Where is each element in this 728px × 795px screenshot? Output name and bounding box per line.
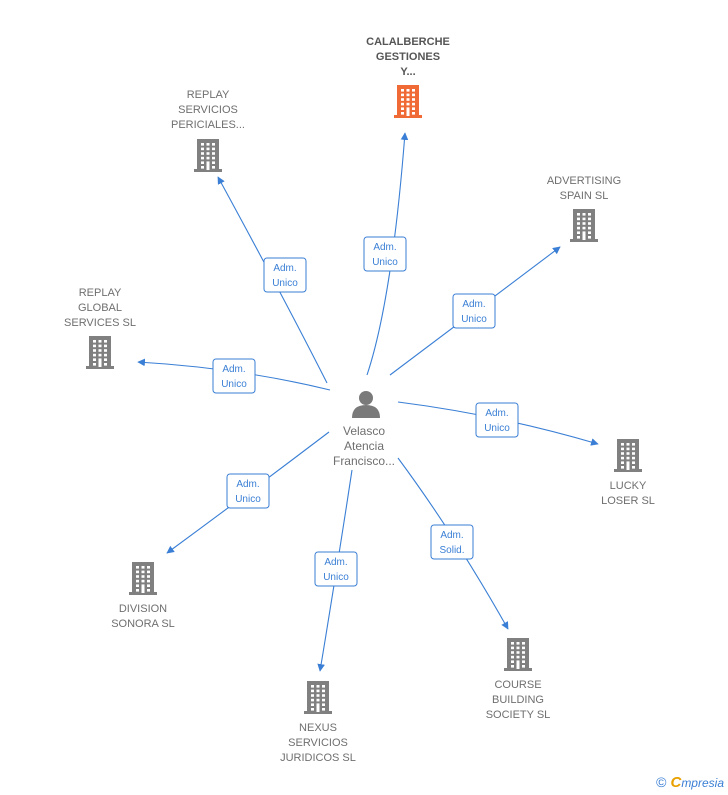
role-badge-course-building[interactable]: Adm. Solid.: [430, 524, 474, 560]
center-person-node[interactable]: VelascoAtenciaFrancisco...: [333, 391, 395, 468]
role-badge-calalberche[interactable]: Adm. Unico: [363, 236, 407, 272]
company-name: JURIDICOS SL: [280, 752, 356, 764]
company-node-course-building[interactable]: COURSE BUILDING SOCIETY SL: [486, 638, 551, 721]
company-node-division-sonora[interactable]: DIVISION SONORA SL: [111, 562, 175, 630]
building-icon: [86, 336, 114, 369]
role-text: Adm.: [485, 408, 508, 419]
brand-name: mpresia: [681, 776, 724, 790]
company-name: SPAIN SL: [560, 190, 609, 202]
company-name: BUILDING: [492, 694, 544, 706]
role-text: Unico: [272, 278, 298, 289]
role-text: Adm.: [462, 299, 485, 310]
role-text: Adm.: [440, 530, 463, 541]
role-text: Unico: [484, 423, 510, 434]
role-text: Adm.: [273, 263, 296, 274]
company-name: SERVICES SL: [64, 317, 136, 329]
role-text: Adm.: [373, 242, 396, 253]
company-name: NEXUS: [299, 722, 337, 734]
company-node-nexus-servicios[interactable]: NEXUS SERVICIOS JURIDICOS SL: [280, 681, 356, 764]
building-icon: [504, 638, 532, 671]
company-name: ADVERTISING: [547, 175, 621, 187]
person-icon: [352, 391, 380, 418]
person-name: Francisco...: [333, 454, 395, 468]
nodes-layer: CALALBERCHE GESTIONES Y... REPLAY SERVICIOS P…: [64, 36, 655, 764]
company-node-replay-servicios[interactable]: REPLAY SERVICIOS PERICIALES...: [171, 89, 245, 172]
company-node-calalberche[interactable]: CALALBERCHE GESTIONES Y...: [366, 36, 450, 118]
company-name: PERICIALES...: [171, 119, 245, 131]
role-text: Adm.: [222, 364, 245, 375]
company-name: REPLAY: [187, 89, 230, 101]
role-text: Unico: [235, 494, 261, 505]
company-name: LUCKY: [610, 480, 647, 492]
person-name: Atencia: [344, 439, 384, 453]
role-badge-division-sonora[interactable]: Adm. Unico: [226, 473, 270, 509]
edge-labels-layer: Adm.UnicoAdm.UnicoAdm.UnicoAdm.UnicoAdm.…: [212, 236, 519, 587]
role-text: Unico: [372, 257, 398, 268]
company-name: SERVICIOS: [288, 737, 348, 749]
company-name: COURSE: [494, 679, 541, 691]
building-icon: [614, 439, 642, 472]
role-text: Unico: [221, 379, 247, 390]
company-node-lucky-loser[interactable]: LUCKY LOSER SL: [601, 439, 655, 507]
role-badge-lucky-loser[interactable]: Adm. Unico: [475, 402, 519, 438]
company-name: SONORA SL: [111, 618, 175, 630]
company-name: DIVISION: [119, 603, 167, 615]
role-badge-replay-global[interactable]: Adm. Unico: [212, 358, 256, 394]
company-name: LOSER SL: [601, 495, 655, 507]
company-name: SERVICIOS: [178, 104, 238, 116]
company-name: CALALBERCHE: [366, 36, 450, 48]
company-name: GLOBAL: [78, 302, 122, 314]
company-name: GESTIONES: [376, 51, 440, 63]
footer-brand[interactable]: ©Cmpresia: [656, 774, 724, 791]
role-text: Unico: [323, 572, 349, 583]
edge-calalberche: [366, 132, 409, 376]
building-icon: [304, 681, 332, 714]
role-text: Unico: [461, 314, 487, 325]
role-badge-advertising-spain[interactable]: Adm. Unico: [452, 293, 496, 329]
role-badge-replay-servicios[interactable]: Adm. Unico: [263, 257, 307, 293]
role-text: Solid.: [439, 545, 464, 556]
company-node-advertising-spain[interactable]: ADVERTISING SPAIN SL: [547, 175, 621, 242]
company-name: SOCIETY SL: [486, 709, 551, 721]
building-icon: [394, 85, 422, 118]
brand-initial: C: [670, 774, 682, 791]
building-icon: [570, 209, 598, 242]
role-text: Adm.: [236, 479, 259, 490]
company-name: REPLAY: [79, 287, 122, 299]
building-icon: [129, 562, 157, 595]
building-icon: [194, 139, 222, 172]
company-name: Y...: [400, 66, 415, 78]
role-text: Adm.: [324, 557, 347, 568]
role-badge-nexus-servicios[interactable]: Adm. Unico: [314, 551, 358, 587]
company-node-replay-global[interactable]: REPLAY GLOBAL SERVICES SL: [64, 287, 136, 369]
copyright-symbol: ©: [656, 774, 667, 790]
person-name: Velasco: [343, 424, 385, 438]
